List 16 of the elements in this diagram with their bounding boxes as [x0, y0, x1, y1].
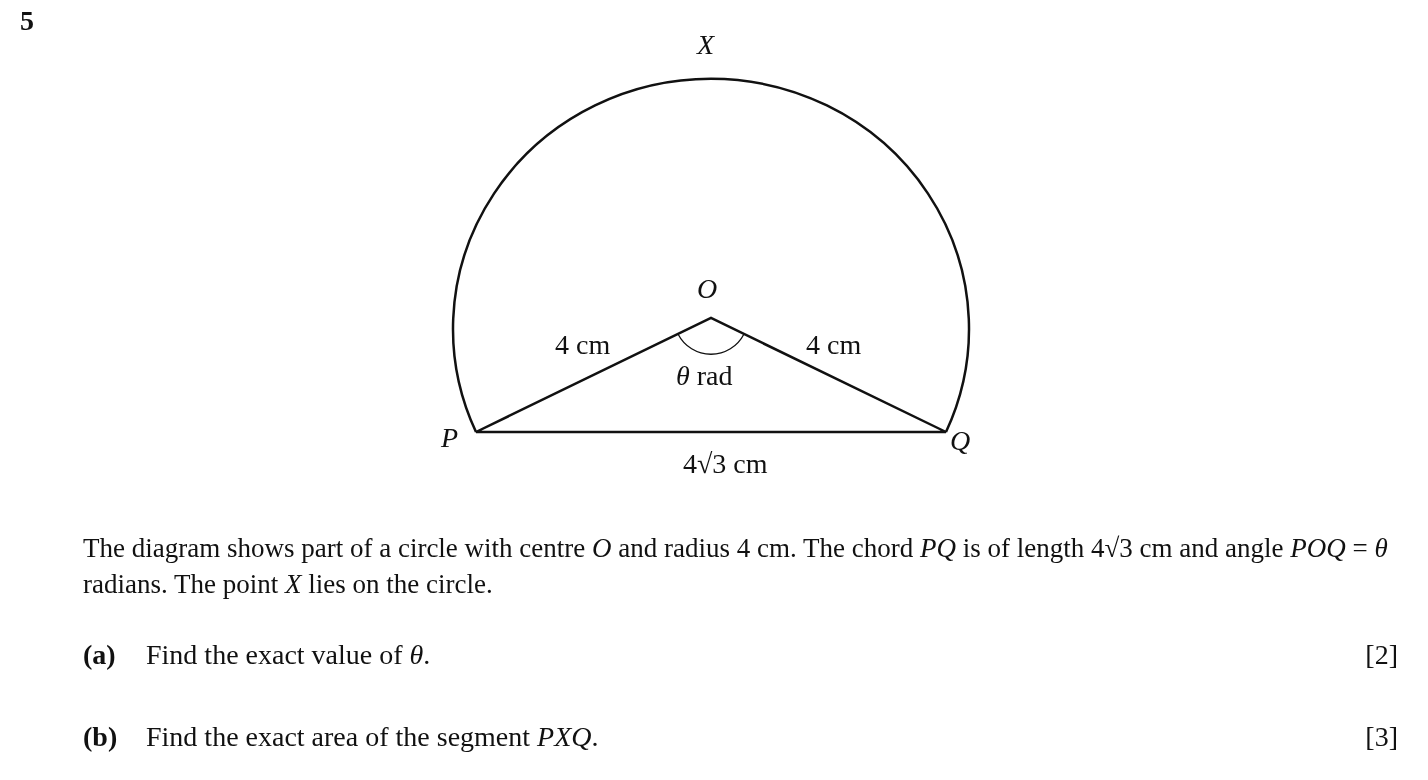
angle-label: θ rad [676, 359, 733, 393]
question-text: Find the exact area of the segment PXQ. [146, 720, 599, 754]
marks-label: [2] [1365, 638, 1398, 672]
question-text: Find the exact value of θ. [146, 638, 431, 672]
point-label: O [697, 272, 718, 306]
point-label: Q [950, 424, 971, 458]
question-text: The diagram shows part of a circle with centre O and radius 4 cm. The chord PQ is of length 4√3 cm and angle POQ = θ radians. The point X lies on the circle. [83, 532, 1389, 601]
length-label: 4√3 cm [683, 447, 768, 481]
point-label: X [697, 28, 715, 62]
length-label: 4 cm [806, 328, 862, 362]
length-label: 4 cm [555, 328, 611, 362]
part-label: (b) [83, 720, 118, 754]
question-number: 5 [20, 4, 34, 38]
marks-label: [3] [1365, 720, 1398, 754]
part-label: (a) [83, 638, 116, 672]
point-label: P [441, 421, 459, 455]
